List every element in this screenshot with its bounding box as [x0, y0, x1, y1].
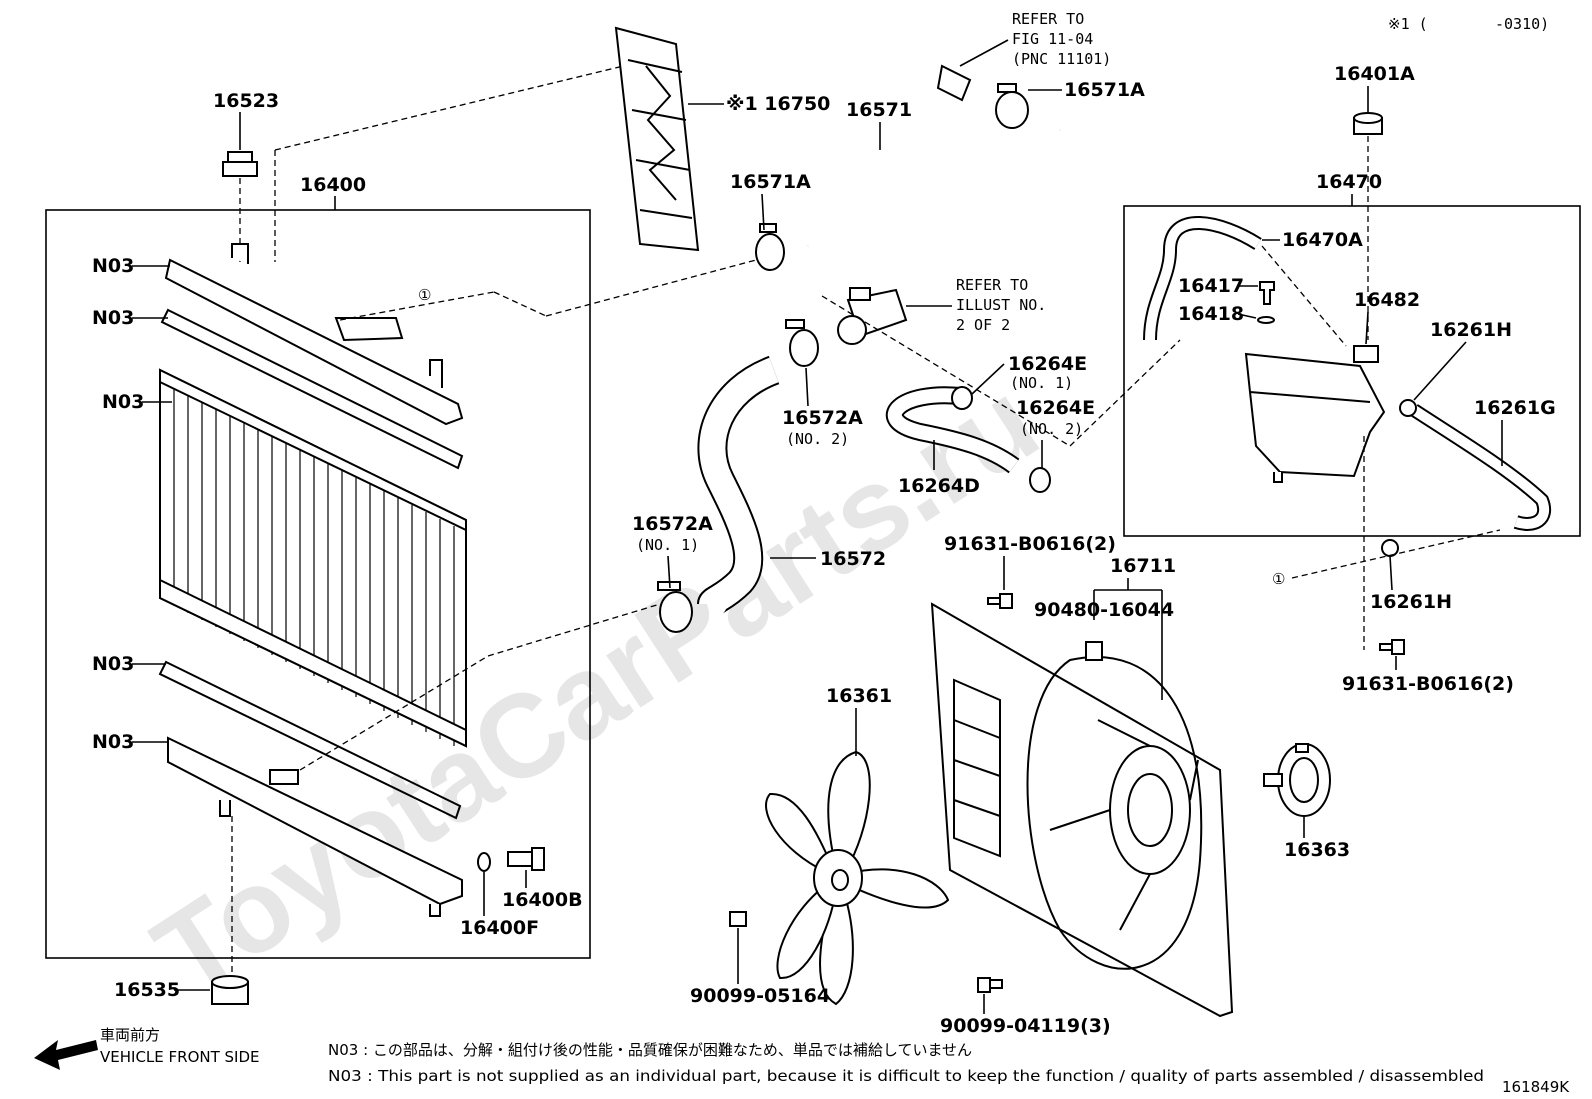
bolt-91631-top[interactable] [987, 593, 1013, 609]
refer-illust-line2: ILLUST NO. [956, 296, 1046, 314]
reservoir-neck-16482[interactable] [1353, 345, 1379, 363]
vehicle-front-label-en: VEHICLE FRONT SIDE [100, 1048, 260, 1066]
radiator-hose-16572[interactable] [697, 355, 780, 614]
engine-outlet-pipe [936, 64, 972, 102]
cushion-16523[interactable] [222, 151, 258, 262]
circle-ref-1a: ① [418, 286, 431, 304]
drain-cock-plug-16400b[interactable] [507, 847, 545, 871]
applicability-date: -0310) [1495, 15, 1549, 33]
fan-16361[interactable] [765, 750, 950, 1006]
label-90480: 90480-16044 [1034, 599, 1174, 621]
label-n03-upper-gasket: N03 [92, 307, 134, 329]
hose-clamp-16264e-no2[interactable] [1029, 467, 1051, 493]
label-16261h-top: 16261H [1430, 319, 1512, 341]
bolt-16417[interactable] [1259, 281, 1275, 305]
label-16264e-no2-sub: (NO. 2) [1020, 420, 1083, 438]
radiator-core[interactable] [159, 368, 467, 748]
refer-fig-line2: FIG 11-04 [1012, 30, 1093, 48]
label-16470a: 16470A [1282, 229, 1363, 251]
hose-clamp-16572a-no2[interactable] [785, 319, 819, 367]
hose-clamp-16261h-top[interactable] [1399, 399, 1417, 417]
radiator-upper-tank[interactable] [164, 243, 464, 426]
fan-shroud-16711[interactable] [930, 602, 1234, 1018]
bypass-hose-16264d[interactable] [885, 386, 1020, 474]
label-16417: 16417 [1178, 275, 1244, 297]
label-16572a-no1: 16572A [632, 513, 713, 535]
label-16264e-no1-sub: (NO. 1) [1010, 374, 1073, 392]
label-16261h-bottom: 16261H [1370, 591, 1452, 613]
label-16361: 16361 [826, 685, 892, 707]
label-16400: 16400 [300, 174, 366, 196]
reservoir-cap-16401a[interactable] [1353, 112, 1383, 135]
label-16572: 16572 [820, 548, 886, 570]
vehicle-front-label-jp: 車両前方 [100, 1026, 160, 1044]
refer-illust-line3: 2 OF 2 [956, 316, 1010, 334]
hose-clamp-16571a-upper[interactable] [995, 83, 1029, 129]
radiator-lower-tank[interactable] [167, 736, 463, 917]
label-16572a-no2: 16572A [782, 407, 863, 429]
label-16261g: 16261G [1474, 397, 1556, 419]
water-inlet-housing [837, 287, 908, 345]
note-n03-jp: N03 : この部品は、分解・組付け後の性能・品質確保が困難なため、単品では補給… [328, 1041, 972, 1059]
o-ring-16400f[interactable] [477, 852, 491, 872]
label-16470: 16470 [1316, 171, 1382, 193]
cushion-16535[interactable] [211, 975, 249, 1005]
bolt-91631-right[interactable] [1379, 639, 1405, 655]
label-16401a: 16401A [1334, 63, 1415, 85]
hose-clamp-16572a-no1[interactable] [657, 581, 693, 633]
label-16572a-no1-sub: (NO. 1) [636, 536, 699, 554]
circle-ref-1b: ① [1272, 570, 1285, 588]
label-90099-05164: 90099-05164 [690, 985, 830, 1007]
label-16363: 16363 [1284, 839, 1350, 861]
label-16572a-no2-sub: (NO. 2) [786, 430, 849, 448]
label-90099-04119: 90099-04119(3) [940, 1015, 1111, 1037]
label-16571: 16571 [846, 99, 912, 121]
label-16400b: 16400B [502, 889, 583, 911]
radiator-hose-16571[interactable] [805, 121, 1095, 255]
hose-clamp-16261h-bottom[interactable] [1381, 539, 1399, 557]
label-16482: 16482 [1354, 289, 1420, 311]
label-16264e-no2: 16264E [1016, 397, 1095, 419]
label-n03-lower-tank: N03 [92, 731, 134, 753]
bolt-90099-04119[interactable] [977, 977, 1003, 993]
label-16523: 16523 [213, 90, 279, 112]
label-16264e-no1: 16264E [1008, 353, 1087, 375]
applicability-mark: ※1 ( [1388, 15, 1428, 33]
label-16418: 16418 [1178, 303, 1244, 325]
label-91631-top: 91631-B0616(2) [944, 533, 1116, 555]
air-guide-16750[interactable] [614, 26, 700, 252]
label-16535: 16535 [114, 979, 180, 1001]
gasket-lower [158, 660, 462, 820]
overflow-hose-16470a[interactable] [1143, 216, 1262, 341]
label-n03-lower-gasket: N03 [92, 653, 134, 675]
figure-id: 161849K [1502, 1078, 1570, 1096]
label-16571a-lower: 16571A [730, 171, 811, 193]
label-16571a-upper: 16571A [1064, 79, 1145, 101]
refer-illust-line1: REFER TO [956, 276, 1028, 294]
hose-clamp-16571a-lower[interactable] [755, 223, 785, 271]
label-n03-core: N03 [102, 391, 144, 413]
hose-clamp-16264e-no1[interactable] [951, 386, 973, 410]
reservoir-hose-16261g[interactable] [1410, 404, 1551, 531]
radiator-assembly-frame [45, 209, 591, 959]
refer-fig-line3: (PNC 11101) [1012, 50, 1111, 68]
fan-motor-16363[interactable] [1263, 743, 1331, 817]
washer-16418[interactable] [1257, 316, 1275, 324]
refer-fig-line1: REFER TO [1012, 10, 1084, 28]
label-16711: 16711 [1110, 555, 1176, 577]
grommet-90480[interactable] [1085, 641, 1103, 661]
reservoir-tank[interactable] [1244, 352, 1386, 483]
note-n03-en: N03 : This part is not supplied as an in… [328, 1067, 1484, 1085]
label-16264d: 16264D [898, 475, 980, 497]
vehicle-front-arrow-icon [34, 1040, 98, 1070]
label-16400f: 16400F [460, 917, 539, 939]
nut-90099-05164[interactable] [729, 911, 747, 927]
label-16750: ※1 16750 [726, 93, 830, 115]
label-91631-right: 91631-B0616(2) [1342, 673, 1514, 695]
label-n03-upper-tank: N03 [92, 255, 134, 277]
